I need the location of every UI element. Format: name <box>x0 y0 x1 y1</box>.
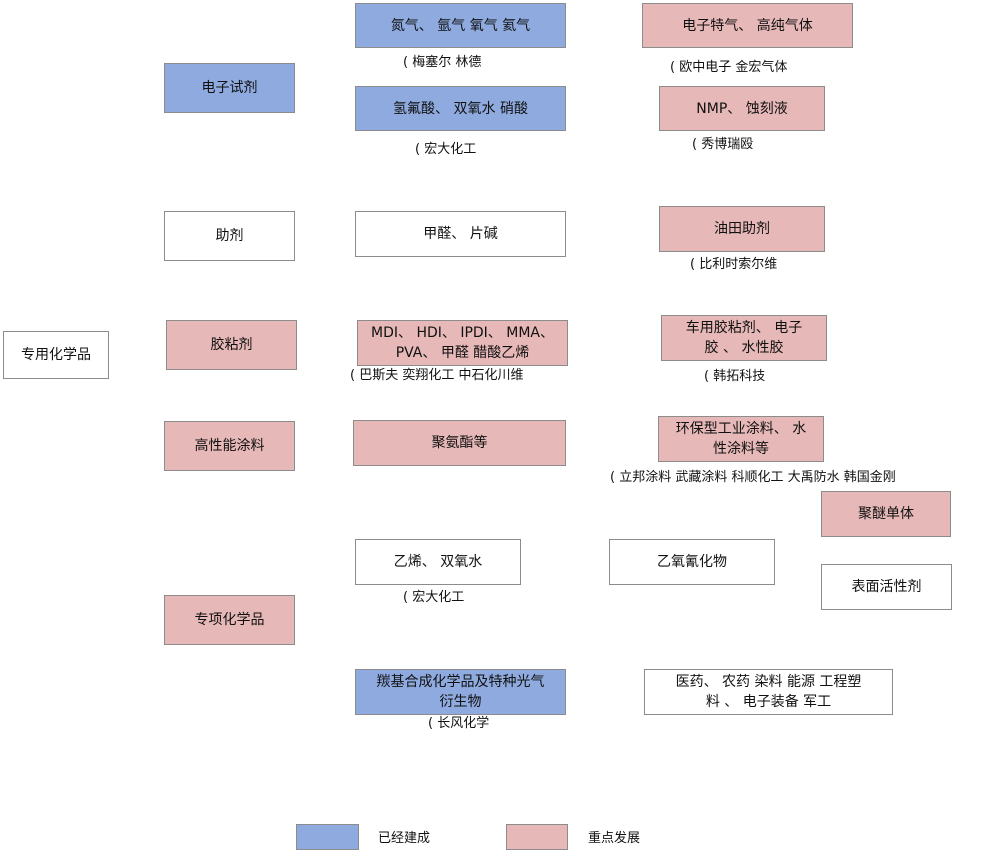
upstream-ethylene: 乙烯、 双氧水 <box>355 539 521 585</box>
upstream-acids-note: ( 宏大化工 <box>415 142 477 157</box>
root-box: 专用化学品 <box>3 331 109 379</box>
downstream-specialty-gas: 电子特气、 高纯气体 <box>642 3 853 48</box>
upstream-adhesive-raw: MDI、 HDI、 IPDI、 MMA、 PVA、 甲醛 醋酸乙烯 <box>357 320 568 366</box>
upstream-ethylene-label: 乙烯、 双氧水 <box>393 554 483 570</box>
downstream-ethylene-oxide-label: 乙氧氰化物 <box>657 554 727 570</box>
category-adhesive-label: 胶粘剂 <box>210 337 253 353</box>
downstream-oilfield-note: ( 比利时索尔维 <box>690 257 778 272</box>
downstream-nmp-note: ( 秀博瑞殴 <box>692 137 754 152</box>
upstream-polyurethane-label: 聚氨酯等 <box>431 435 488 451</box>
category-specialty: 专项化学品 <box>164 595 295 645</box>
downstream-applications: 医药、 农药 染料 能源 工程塑 料 、 电子装备 军工 <box>644 669 893 715</box>
root-label: 专用化学品 <box>21 347 91 363</box>
category-adhesive: 胶粘剂 <box>166 320 297 370</box>
downstream-surfactant-label: 表面活性剂 <box>851 579 922 595</box>
category-auxiliary-label: 助剂 <box>215 228 244 244</box>
legend-focus-swatch <box>506 824 568 850</box>
legend-focus-label: 重点发展 <box>588 831 641 846</box>
upstream-polyurethane: 聚氨酯等 <box>353 420 566 466</box>
downstream-polyether-label: 聚醚单体 <box>858 506 914 522</box>
downstream-auto-adhesive-line2: 胶 、 水性胶 <box>704 340 784 356</box>
category-specialty-label: 专项化学品 <box>194 612 265 628</box>
downstream-specialty-gas-label: 电子特气、 高纯气体 <box>682 17 813 34</box>
downstream-specialty-gas-note: ( 欧中电子 金宏气体 <box>670 60 788 75</box>
upstream-carbonyl-line2: 衍生物 <box>439 694 482 710</box>
downstream-auto-adhesive-note: ( 韩拓科技 <box>704 369 766 384</box>
downstream-auto-adhesive-line1: 车用胶粘剂、 电子 <box>685 320 803 336</box>
category-coating-label: 高性能涂料 <box>194 438 265 454</box>
downstream-oilfield-label: 油田助剂 <box>714 221 770 237</box>
downstream-surfactant: 表面活性剂 <box>821 564 952 610</box>
downstream-eco-coating-note: ( 立邦涂料 武藏涂料 科顺化工 大禹防水 韩国金刚 <box>610 470 896 485</box>
upstream-adhesive-raw-line1: MDI、 HDI、 IPDI、 MMA、 <box>371 325 554 341</box>
downstream-nmp: NMP、 蚀刻液 <box>659 86 825 131</box>
downstream-nmp-label: NMP、 蚀刻液 <box>696 100 788 117</box>
downstream-eco-coating-line2: 性涂料等 <box>713 441 769 457</box>
downstream-eco-coating: 环保型工业涂料、 水 性涂料等 <box>658 416 824 462</box>
upstream-adhesive-raw-note: ( 巴斯夫 奕翔化工 中石化川维 <box>350 368 524 383</box>
upstream-carbonyl: 羰基合成化学品及特种光气 衍生物 <box>355 669 566 715</box>
category-coating: 高性能涂料 <box>164 421 295 471</box>
upstream-gases-label: 氮气、 氩气 氧气 氦气 <box>390 17 531 34</box>
category-electronic: 电子试剂 <box>164 63 295 113</box>
upstream-formaldehyde: 甲醛、 片碱 <box>355 211 566 257</box>
upstream-adhesive-raw-line2: PVA、 甲醛 醋酸乙烯 <box>395 345 530 361</box>
legend-built-swatch <box>296 824 359 850</box>
upstream-acids-label: 氢氟酸、 双氧水 硝酸 <box>393 100 528 117</box>
legend-built-label: 已经建成 <box>378 831 431 846</box>
upstream-gases: 氮气、 氩气 氧气 氦气 <box>355 3 566 48</box>
upstream-acids: 氢氟酸、 双氧水 硝酸 <box>355 86 566 131</box>
downstream-polyether: 聚醚单体 <box>821 491 951 537</box>
upstream-ethylene-note: ( 宏大化工 <box>403 590 465 605</box>
downstream-auto-adhesive: 车用胶粘剂、 电子 胶 、 水性胶 <box>661 315 827 361</box>
upstream-carbonyl-line1: 羰基合成化学品及特种光气 <box>376 674 545 690</box>
category-electronic-label: 电子试剂 <box>201 80 258 96</box>
downstream-eco-coating-line1: 环保型工业涂料、 水 <box>675 421 807 437</box>
upstream-carbonyl-note: ( 长风化学 <box>428 716 490 731</box>
downstream-ethylene-oxide: 乙氧氰化物 <box>609 539 775 585</box>
downstream-applications-line2: 料 、 电子装备 军工 <box>705 694 832 710</box>
upstream-gases-note: ( 梅塞尔 林德 <box>403 55 482 70</box>
upstream-formaldehyde-label: 甲醛、 片碱 <box>423 226 498 242</box>
category-auxiliary: 助剂 <box>164 211 295 261</box>
downstream-applications-line1: 医药、 农药 染料 能源 工程塑 <box>675 674 862 690</box>
downstream-oilfield: 油田助剂 <box>659 206 825 252</box>
